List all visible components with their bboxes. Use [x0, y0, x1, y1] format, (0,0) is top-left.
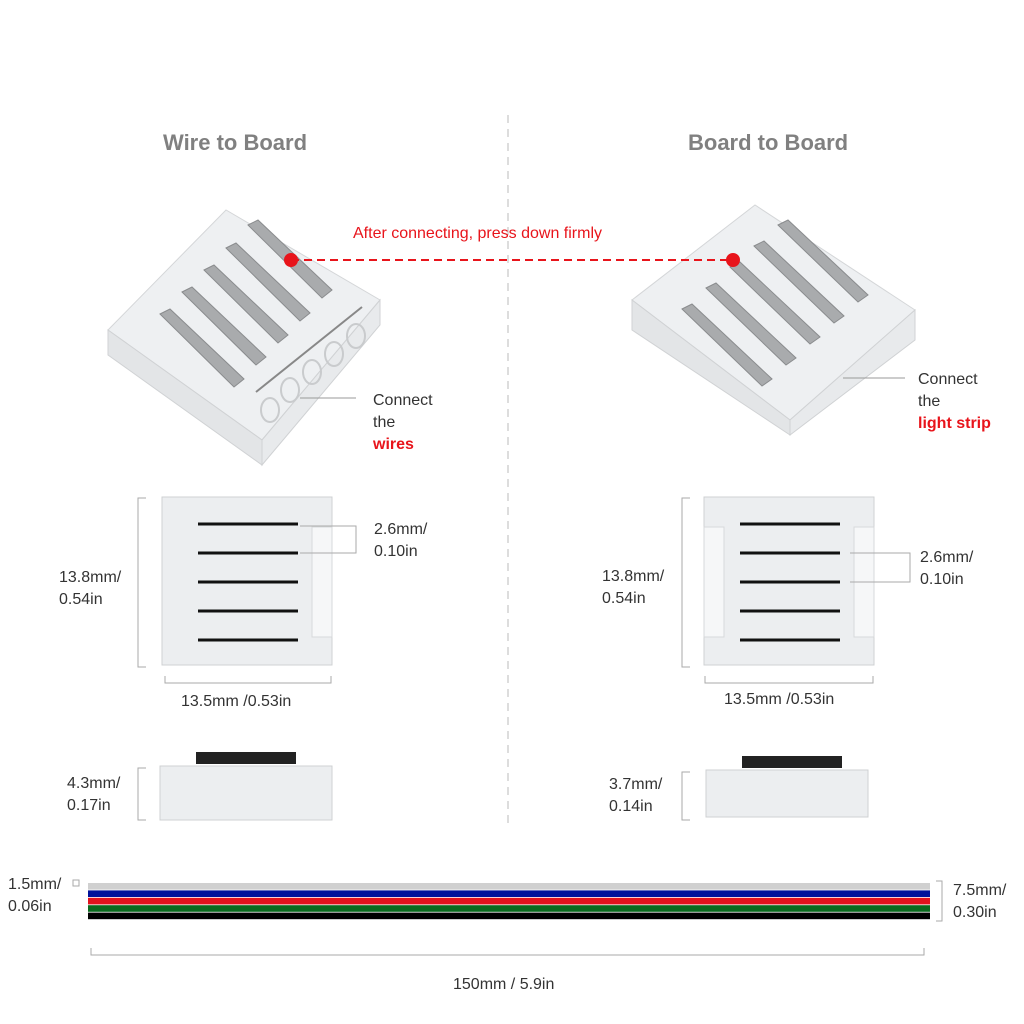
- callout-text: the: [918, 393, 941, 410]
- dim-text: 0.54in: [602, 590, 646, 607]
- dim-text: 0.10in: [920, 571, 964, 588]
- dim-text: 2.6mm/: [920, 549, 974, 566]
- dim-text: 13.8mm/: [59, 569, 122, 586]
- board-to-board-side-view: [705, 756, 869, 818]
- left-width-label: 13.5mm /0.53in: [181, 693, 292, 710]
- wire-2: [88, 897, 930, 905]
- wire-to-board-top-view: [161, 496, 333, 666]
- press-note: After connecting, press down firmly: [353, 225, 602, 242]
- board-to-board-top-view: [703, 496, 875, 666]
- wire-0: [88, 883, 930, 890]
- callout-text: Connect: [918, 371, 978, 388]
- dim-text: 0.14in: [609, 798, 653, 815]
- dim-text: 2.6mm/: [374, 521, 428, 538]
- press-point-left: [284, 253, 298, 267]
- wire-4: [88, 912, 930, 920]
- callout-highlight: wires: [373, 436, 414, 453]
- left-height-label: 13.8mm/0.54in: [59, 567, 121, 611]
- callout-highlight: light strip: [918, 415, 991, 432]
- wire-to-board-title: Wire to Board: [163, 130, 308, 155]
- wire-to-board-side-view: [159, 752, 333, 821]
- wire-3: [88, 905, 930, 912]
- dim-text: 0.06in: [8, 898, 52, 915]
- wire-1: [88, 890, 930, 897]
- left-pitch-label: 2.6mm/0.10in: [374, 519, 427, 563]
- light-strip-callout: Connect the light strip: [918, 369, 991, 435]
- board-to-board-connector-image: [631, 204, 916, 437]
- dim-text: 0.10in: [374, 543, 418, 560]
- callout-text: the: [373, 414, 396, 431]
- left-thickness-label: 4.3mm/0.17in: [67, 773, 120, 817]
- dim-text: 4.3mm/: [67, 775, 121, 792]
- right-height-label: 13.8mm/0.54in: [602, 566, 664, 610]
- callout-text: Connect: [373, 392, 433, 409]
- ribbon-cable: [88, 883, 930, 920]
- wire-gauge-label: 1.5mm/0.06in: [8, 874, 61, 918]
- right-width-label: 13.5mm /0.53in: [724, 691, 835, 708]
- wire-to-board-connector-image: [107, 209, 381, 467]
- dim-text: 0.17in: [67, 797, 111, 814]
- right-thickness-label: 3.7mm/0.14in: [609, 774, 662, 818]
- dim-text: 0.30in: [953, 904, 997, 921]
- cable-width-label: 7.5mm/0.30in: [953, 880, 1006, 924]
- dim-text: 13.8mm/: [602, 568, 665, 585]
- cable-length-label: 150mm / 5.9in: [453, 976, 555, 993]
- dim-text: 0.54in: [59, 591, 103, 608]
- right-pitch-label: 2.6mm/0.10in: [920, 547, 973, 591]
- wires-callout: Connect the wires: [373, 390, 433, 456]
- dim-text: 7.5mm/: [953, 882, 1007, 899]
- dim-text: 1.5mm/: [8, 876, 62, 893]
- board-to-board-title: Board to Board: [688, 130, 849, 155]
- press-point-right: [726, 253, 740, 267]
- dim-text: 3.7mm/: [609, 776, 663, 793]
